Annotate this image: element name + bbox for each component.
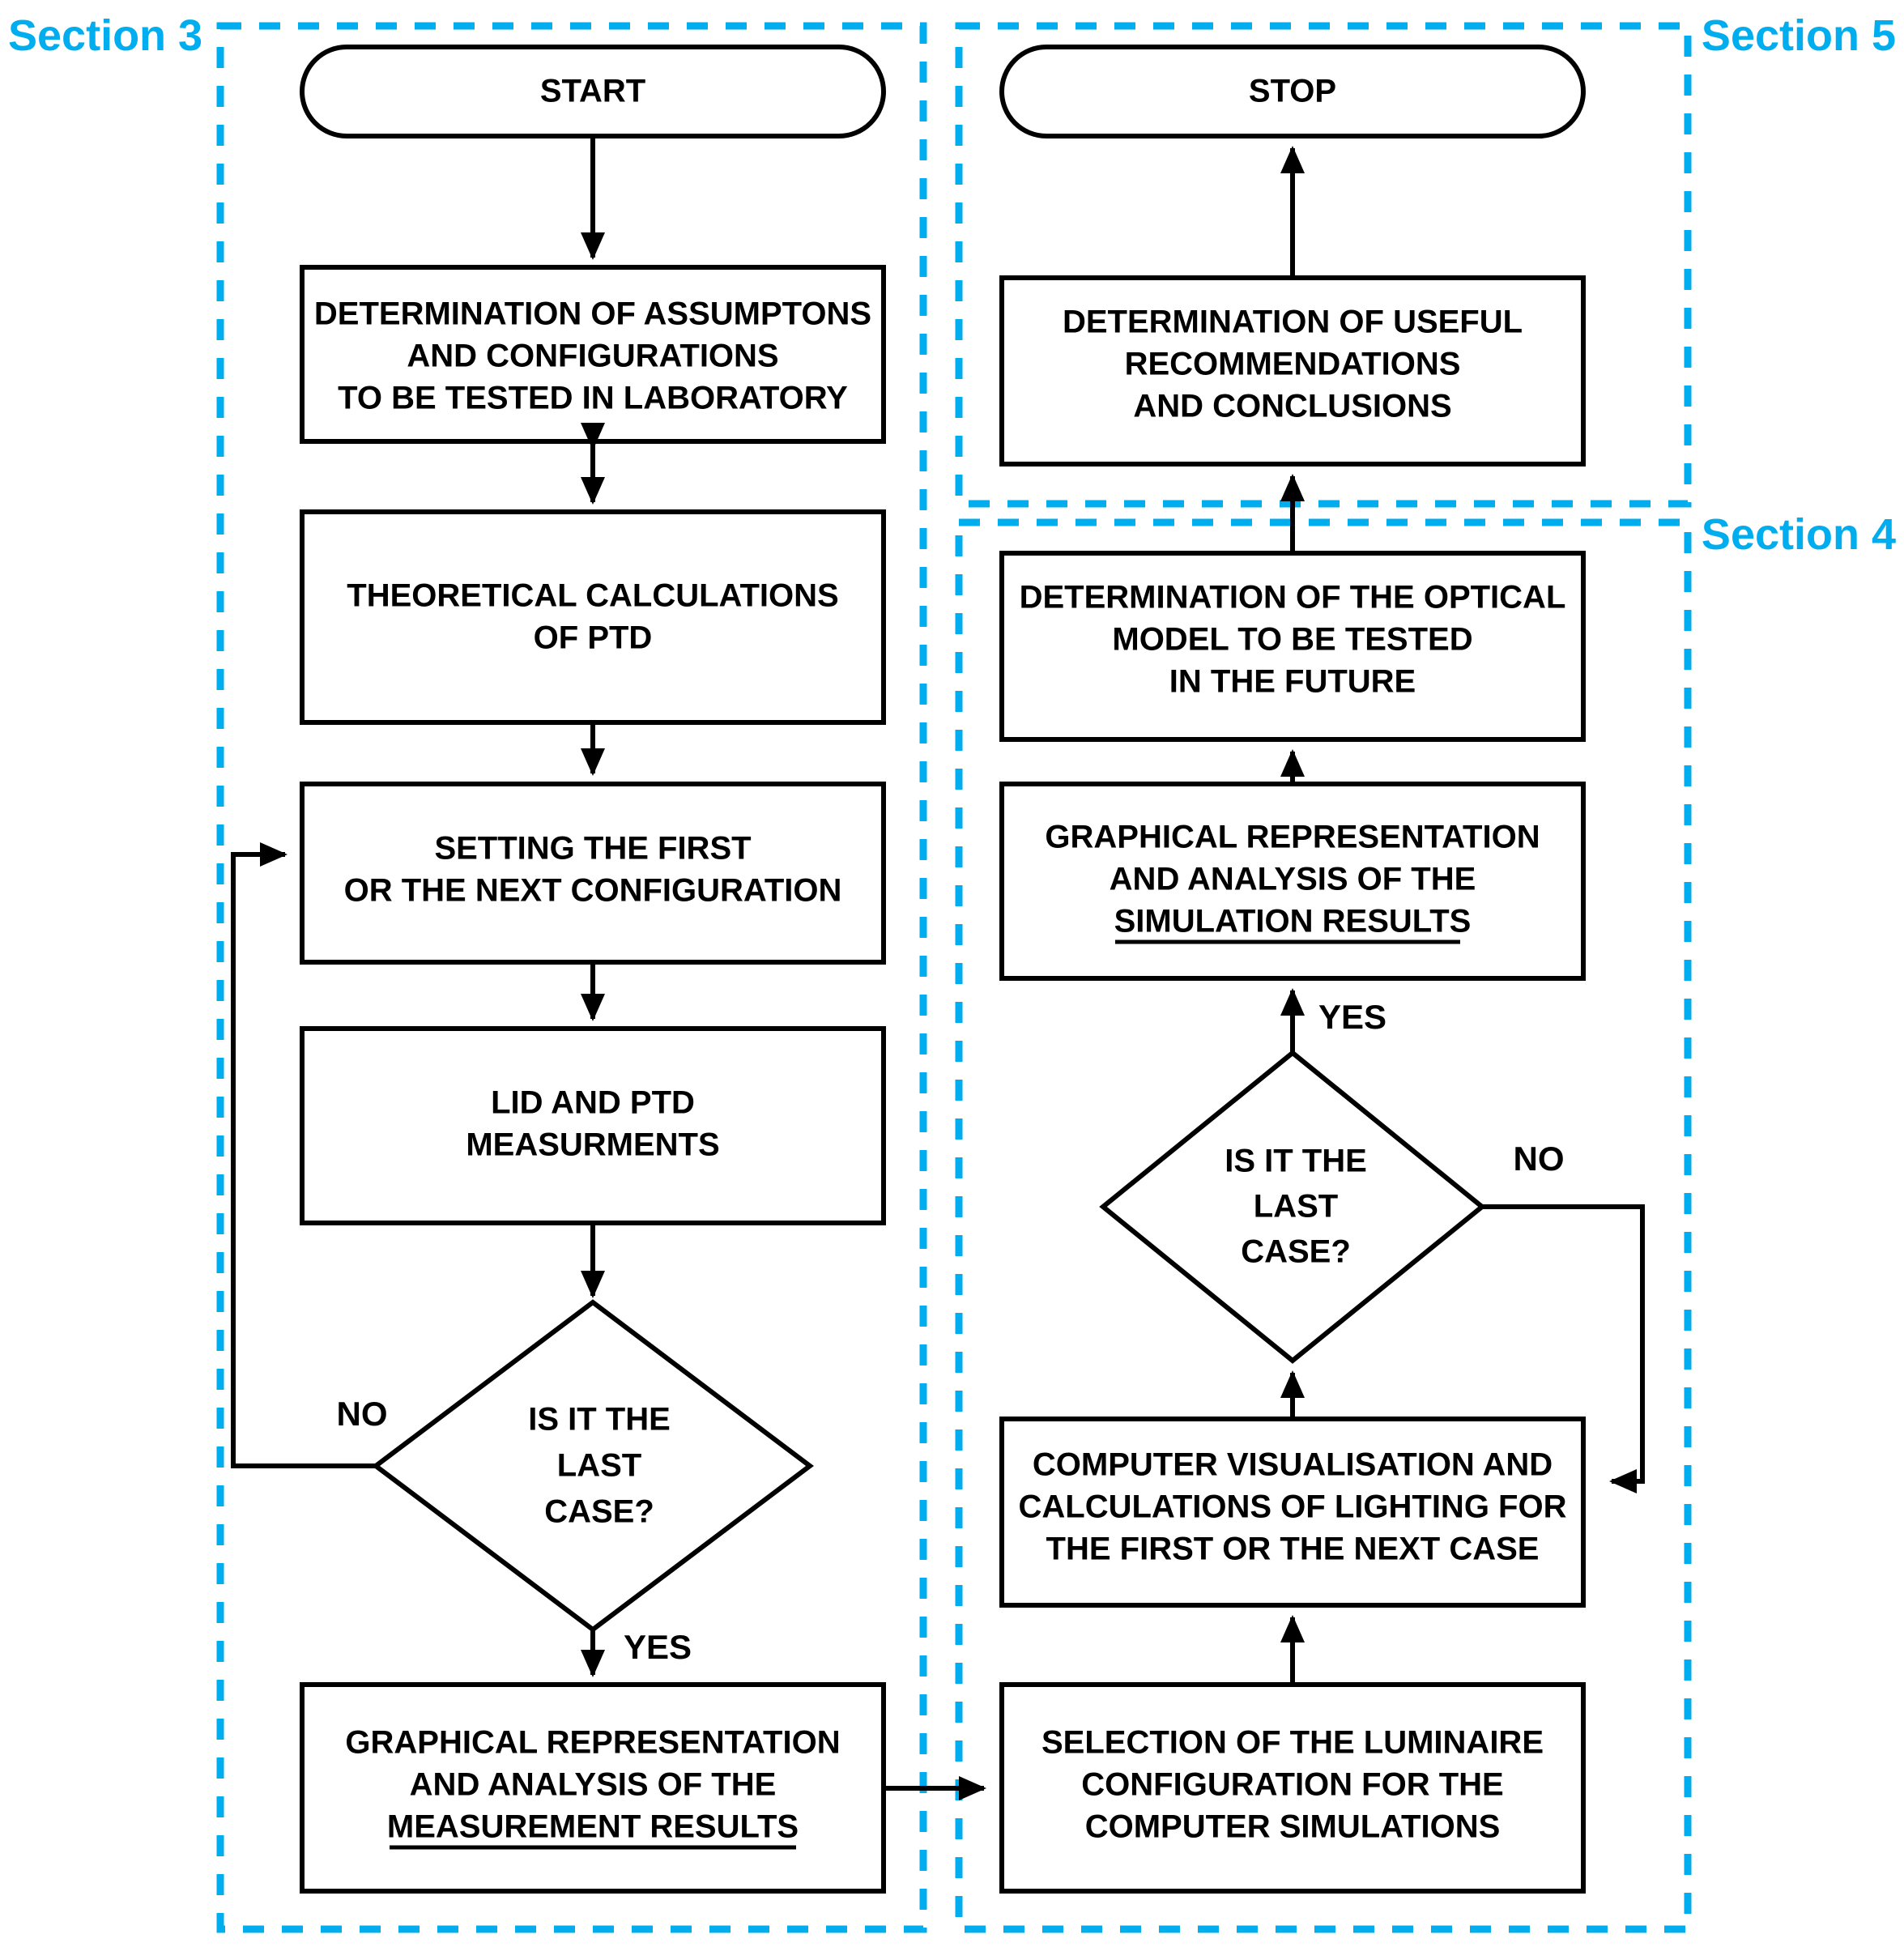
start-label: START xyxy=(540,74,645,109)
measurements-line-1: LID AND PTD xyxy=(491,1085,695,1121)
selection-line-1: SELECTION OF THE LUMINAIRE xyxy=(1041,1725,1544,1761)
optical-model-box xyxy=(999,551,1586,742)
graph-simulation-box xyxy=(999,782,1586,981)
assumptions-line-1: DETERMINATION OF ASSUMPTONS xyxy=(314,296,871,332)
recommendations-line-2: RECOMMENDATIONS xyxy=(1125,347,1461,382)
stop-label: STOP xyxy=(1249,74,1336,109)
decision-left-line-3: CASE? xyxy=(544,1494,654,1530)
graph-simulation-line-3: SIMULATION RESULTS xyxy=(1114,904,1472,939)
section-3-boundary xyxy=(216,22,927,1933)
selection-box xyxy=(999,1682,1586,1894)
measurements-line-2: MEASURMENTS xyxy=(466,1127,719,1163)
graph-measurement-line-3: MEASUREMENT RESULTS xyxy=(387,1809,799,1845)
edge-label-left-yes: YES xyxy=(624,1628,692,1666)
graph-measurement-line-1: GRAPHICAL REPRESENTATION xyxy=(345,1725,840,1761)
computer-vis-box xyxy=(999,1417,1586,1608)
edge-label-left-no: NO xyxy=(337,1395,388,1433)
recommendations-line-1: DETERMINATION OF USEFUL xyxy=(1063,305,1523,340)
stop-terminator xyxy=(999,45,1586,138)
edge-right-no-loopback xyxy=(1482,1204,1645,1493)
section-5-label: Section 5 xyxy=(1702,11,1896,60)
assumptions-line-3: TO BE TESTED IN LABORATORY xyxy=(338,381,848,416)
recommendations-line-3: AND CONCLUSIONS xyxy=(1133,389,1451,424)
optical-model-line-2: MODEL TO BE TESTED xyxy=(1112,622,1472,658)
edge-label-right-no: NO xyxy=(1514,1140,1565,1178)
setting-line-1: SETTING THE FIRST xyxy=(434,831,751,867)
graph-simulation-line-1: GRAPHICAL REPRESENTATION xyxy=(1045,820,1540,855)
decision-left-line-2: LAST xyxy=(557,1448,641,1484)
theoretical-line-1: THEORETICAL CALCULATIONS xyxy=(347,578,838,614)
edge-left-no-loopback xyxy=(231,842,376,1468)
decision-right-line-3: CASE? xyxy=(1241,1234,1351,1270)
optical-model-line-3: IN THE FUTURE xyxy=(1169,664,1416,700)
section-4-label: Section 4 xyxy=(1702,510,1896,559)
assumptions-line-2: AND CONFIGURATIONS xyxy=(407,339,778,374)
graph-measurement-line-2: AND ANALYSIS OF THE xyxy=(410,1767,777,1803)
decision-right-line-2: LAST xyxy=(1254,1189,1338,1225)
edge-label-right-yes: YES xyxy=(1318,998,1386,1036)
section-5-boundary xyxy=(955,22,1692,508)
computer-vis-line-1: COMPUTER VISUALISATION AND xyxy=(1033,1447,1553,1483)
decision-right-line-1: IS IT THE xyxy=(1225,1144,1367,1179)
decision-right-diamond xyxy=(1099,1050,1486,1364)
recommendations-box xyxy=(999,275,1586,467)
graph-simulation-line-2: AND ANALYSIS OF THE xyxy=(1110,862,1476,897)
graph-measurement-box xyxy=(300,1682,886,1894)
selection-line-3: COMPUTER SIMULATIONS xyxy=(1085,1809,1501,1845)
selection-line-2: CONFIGURATION FOR THE xyxy=(1081,1767,1503,1803)
measurements-box xyxy=(300,1026,886,1225)
section-4-boundary xyxy=(955,518,1692,1933)
optical-model-line-1: DETERMINATION OF THE OPTICAL xyxy=(1020,580,1566,616)
setting-line-2: OR THE NEXT CONFIGURATION xyxy=(344,873,842,909)
theoretical-box xyxy=(300,509,886,725)
section-3-label: Section 3 xyxy=(8,11,202,60)
decision-left-line-1: IS IT THE xyxy=(528,1402,671,1438)
computer-vis-line-3: THE FIRST OR THE NEXT CASE xyxy=(1046,1532,1540,1567)
computer-vis-line-2: CALCULATIONS OF LIGHTING FOR xyxy=(1019,1489,1567,1525)
theoretical-line-2: OF PTD xyxy=(534,620,653,656)
